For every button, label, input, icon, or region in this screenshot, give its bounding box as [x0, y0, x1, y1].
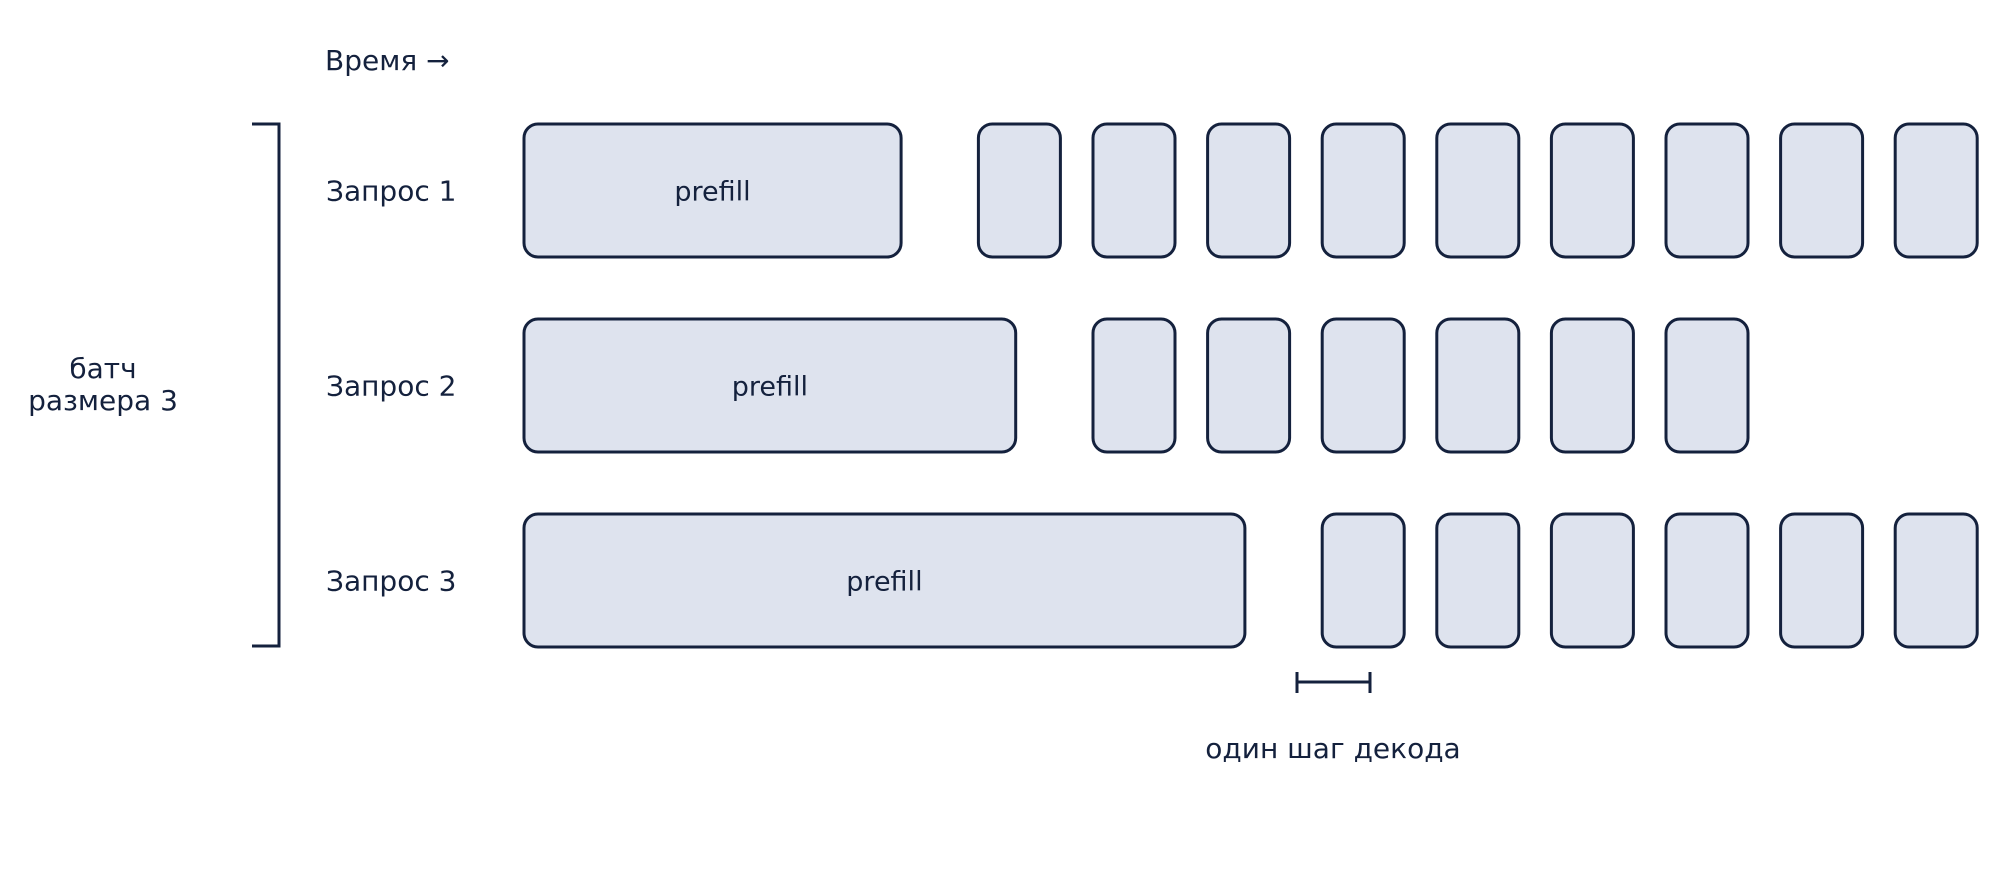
decode-step-block — [1435, 317, 1521, 454]
prefill-block — [522, 317, 1018, 454]
decode-step-block — [1893, 512, 1979, 649]
prefill-block — [522, 122, 903, 259]
decode-step-block — [1664, 317, 1750, 454]
decode-step-block — [1206, 317, 1292, 454]
decode-step-block — [1320, 317, 1406, 454]
prefill-label: prefill — [732, 372, 808, 403]
prefill-label: prefill — [846, 567, 922, 598]
decode-step-label: один шаг декода — [1205, 732, 1460, 765]
decode-step-block — [1779, 512, 1865, 649]
decode-step-block — [976, 122, 1062, 259]
decode-step-block — [1091, 317, 1177, 454]
decode-step-block — [1206, 122, 1292, 259]
decode-step-marker — [1295, 672, 1372, 693]
decode-step-block — [1435, 122, 1521, 259]
decode-step-block — [1320, 512, 1406, 649]
batch-label: батч размера 3 — [28, 352, 178, 417]
request-row-2: Запрос 2 prefill — [326, 317, 1750, 454]
request-label: Запрос 1 — [326, 175, 456, 208]
decode-step-block — [1664, 512, 1750, 649]
decode-step-block — [1779, 122, 1865, 259]
decode-step-block — [1664, 122, 1750, 259]
decode-step-block — [1549, 512, 1635, 649]
batch-bracket — [252, 122, 281, 648]
request-label: Запрос 2 — [326, 370, 456, 403]
request-label: Запрос 3 — [326, 565, 456, 598]
time-axis-label: Время → — [325, 44, 450, 77]
decode-step-block — [1549, 122, 1635, 259]
request-row-1: Запрос 1 prefill — [326, 122, 1979, 259]
prefill-block — [522, 512, 1247, 649]
batch-label-line-2: размера 3 — [28, 384, 178, 417]
decode-step-block — [1320, 122, 1406, 259]
decode-step-block — [1435, 512, 1521, 649]
decode-step-block — [1893, 122, 1979, 259]
request-row-3: Запрос 3 prefill — [326, 512, 1979, 649]
decode-step-block — [1091, 122, 1177, 259]
batch-label-line-1: батч — [69, 352, 136, 385]
prefill-label: prefill — [674, 177, 750, 208]
decode-step-block — [1549, 317, 1635, 454]
